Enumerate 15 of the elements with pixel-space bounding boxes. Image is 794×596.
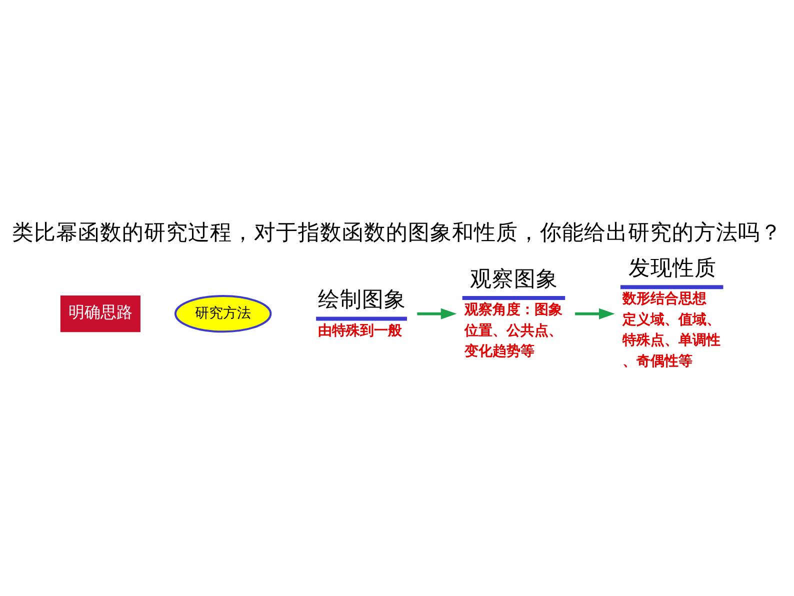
node-box [462,296,566,300]
node-box [620,285,724,290]
node-label: 由特殊到一般 [318,322,402,339]
arrow [417,308,457,320]
node-label: 定义域、值域、特殊点、单调性、奇偶性等 [622,312,720,370]
node-label: 绘制图象 [318,288,406,312]
node-label: 数形结合思想 [622,291,706,308]
arrow [575,308,615,320]
node-label: 观察图象 [470,266,558,292]
diagram-title: 类比幂函数的研究过程，对于指数函数的图象和性质，你能给出研究的方法吗？ [12,220,782,246]
node-box: 明确思路 [60,296,140,332]
node-label: 发现性质 [628,256,716,281]
node-label: 观察角度：图象位置、公共点、变化趋势等 [464,302,562,360]
node-ellipse: 研究方法 [174,295,272,333]
node-box [316,316,407,321]
